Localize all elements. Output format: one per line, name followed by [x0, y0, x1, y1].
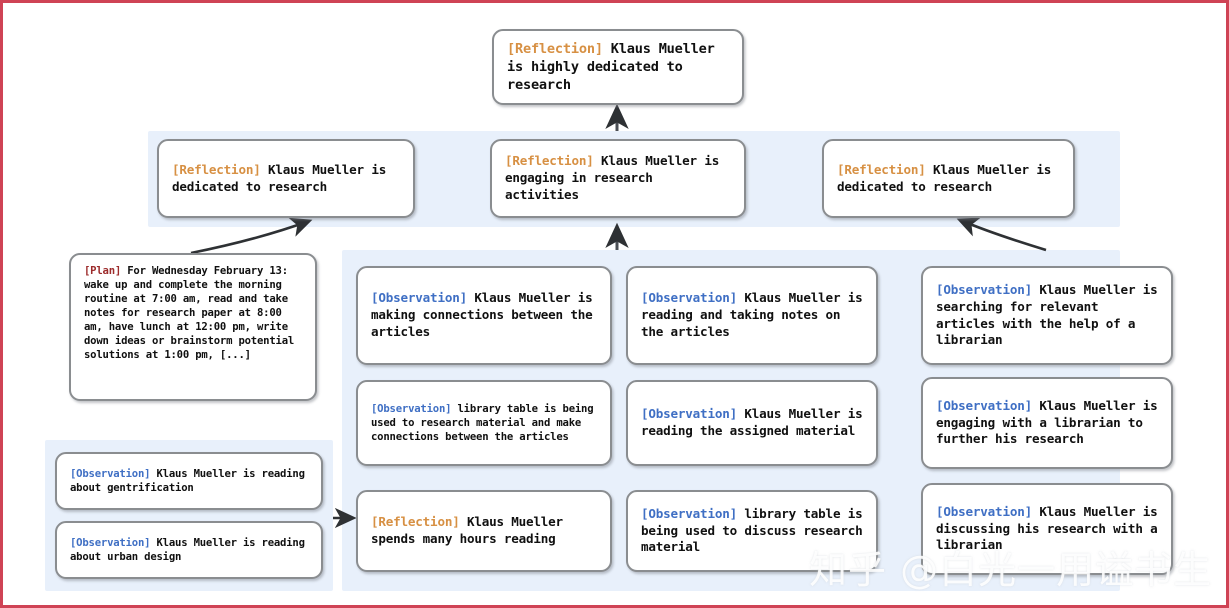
- tag-observation: [Observation]: [70, 536, 157, 549]
- root-reflection-body: Klaus Mueller is highly dedicated to res…: [507, 40, 715, 94]
- tag-reflection: [Reflection]: [172, 161, 268, 177]
- col2-card-3[interactable]: [Observation] library table is being use…: [626, 490, 878, 572]
- col2-card-2-body: Klaus Mueller is reading the assigned ma…: [641, 406, 863, 438]
- tag-reflection: [Reflection]: [371, 514, 467, 530]
- left-observation-1-text: [Observation] Klaus Mueller is reading a…: [70, 467, 308, 495]
- col1-card-2-text: [Observation] library table is being use…: [371, 402, 597, 444]
- tag-observation: [Observation]: [936, 282, 1040, 298]
- col1-card-3-body: Klaus Mueller spends many hours reading: [371, 514, 563, 546]
- col2-card-1-body: Klaus Mueller is reading and taking note…: [641, 290, 863, 339]
- plan-card[interactable]: [Plan] For Wednesday February 13: wake u…: [69, 253, 317, 401]
- tag-observation: [Observation]: [936, 503, 1040, 519]
- col3-card-2-text: [Observation] Klaus Mueller is engaging …: [936, 398, 1158, 448]
- col1-card-3-text: [Reflection] Klaus Mueller spends many h…: [371, 514, 597, 547]
- reflection-middle-body: Klaus Mueller is engaging in research ac…: [505, 153, 720, 202]
- reflection-middle-text: [Reflection] Klaus Mueller is engaging i…: [505, 153, 731, 203]
- col1-card-3[interactable]: [Reflection] Klaus Mueller spends many h…: [356, 490, 612, 572]
- col3-card-2[interactable]: [Observation] Klaus Mueller is engaging …: [921, 377, 1173, 469]
- plan-body: For Wednesday February 13: wake up and c…: [84, 265, 295, 362]
- col2-card-2[interactable]: [Observation] Klaus Mueller is reading t…: [626, 380, 878, 466]
- plan-text: [Plan] For Wednesday February 13: wake u…: [84, 264, 302, 363]
- reflection-left-text: [Reflection] Klaus Mueller is dedicated …: [172, 162, 400, 195]
- tag-reflection: [Reflection]: [837, 161, 933, 177]
- tag-observation: [Observation]: [371, 402, 458, 415]
- col3-card-3-text: [Observation] Klaus Mueller is discussin…: [936, 504, 1158, 554]
- root-reflection-text: [Reflection] Klaus Mueller is highly ded…: [507, 40, 729, 94]
- tag-reflection: [Reflection]: [505, 153, 601, 169]
- left-observation-2-body: Klaus Mueller is reading about urban des…: [70, 536, 305, 563]
- col3-card-1-body: Klaus Mueller is searching for relevant …: [936, 282, 1158, 348]
- left-observation-card-1[interactable]: [Observation] Klaus Mueller is reading a…: [55, 452, 323, 510]
- col3-card-3-body: Klaus Mueller is discussing his research…: [936, 503, 1158, 553]
- root-reflection-card[interactable]: [Reflection] Klaus Mueller is highly ded…: [492, 29, 744, 105]
- tag-observation: [Observation]: [371, 290, 475, 306]
- col3-card-1[interactable]: [Observation] Klaus Mueller is searching…: [921, 266, 1173, 365]
- col1-card-1-body: Klaus Mueller is making connections betw…: [371, 290, 593, 339]
- tag-plan: [Plan]: [84, 265, 128, 277]
- col1-card-2[interactable]: [Observation] library table is being use…: [356, 380, 612, 466]
- left-observation-1-body: Klaus Mueller is reading about gentrific…: [70, 467, 305, 494]
- tag-observation: [Observation]: [70, 467, 157, 480]
- col2-card-2-text: [Observation] Klaus Mueller is reading t…: [641, 406, 863, 439]
- col2-card-3-body: library table is being used to discuss r…: [641, 505, 863, 555]
- col2-card-1[interactable]: [Observation] Klaus Mueller is reading a…: [626, 266, 878, 365]
- tag-observation: [Observation]: [641, 290, 745, 306]
- reflection-card-left[interactable]: [Reflection] Klaus Mueller is dedicated …: [157, 139, 415, 218]
- col3-card-1-text: [Observation] Klaus Mueller is searching…: [936, 282, 1158, 349]
- reflection-card-right[interactable]: [Reflection] Klaus Mueller is dedicated …: [822, 139, 1075, 218]
- col2-card-3-text: [Observation] library table is being use…: [641, 506, 863, 556]
- left-observation-card-2[interactable]: [Observation] Klaus Mueller is reading a…: [55, 521, 323, 579]
- col3-card-2-body: Klaus Mueller is engaging with a librari…: [936, 397, 1158, 447]
- tag-observation: [Observation]: [936, 397, 1040, 413]
- col1-card-1-text: [Observation] Klaus Mueller is making co…: [371, 290, 597, 340]
- col1-card-1[interactable]: [Observation] Klaus Mueller is making co…: [356, 266, 612, 365]
- tag-observation: [Observation]: [641, 406, 745, 422]
- tag-observation: [Observation]: [641, 505, 745, 521]
- reflection-left-body: Klaus Mueller is dedicated to research: [172, 161, 387, 194]
- left-observation-2-text: [Observation] Klaus Mueller is reading a…: [70, 536, 308, 564]
- tag-reflection: [Reflection]: [507, 40, 611, 57]
- reflection-right-body: Klaus Mueller is dedicated to research: [837, 161, 1052, 194]
- reflection-right-text: [Reflection] Klaus Mueller is dedicated …: [837, 162, 1060, 195]
- col3-card-3[interactable]: [Observation] Klaus Mueller is discussin…: [921, 483, 1173, 575]
- col2-card-1-text: [Observation] Klaus Mueller is reading a…: [641, 290, 863, 340]
- col1-card-2-body: library table is being used to research …: [371, 402, 594, 444]
- reflection-card-middle[interactable]: [Reflection] Klaus Mueller is engaging i…: [490, 139, 746, 218]
